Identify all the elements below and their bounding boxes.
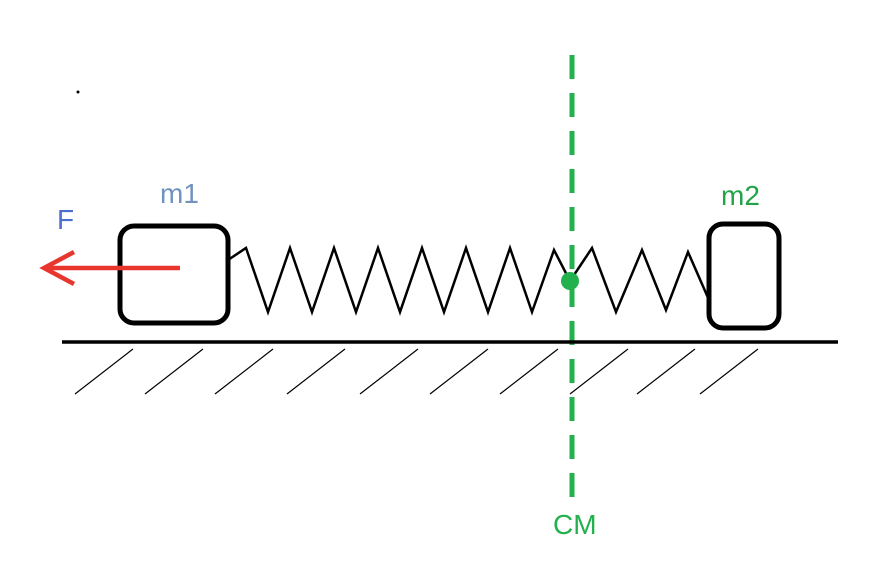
mass1-box [117,223,231,326]
ground-hatching [74,348,759,395]
cm-label: CM [553,509,597,540]
force-arrow [39,250,180,286]
stray-mark [76,90,80,94]
mass2-box [706,221,782,331]
cm-dot [561,272,579,290]
mass2-label: m2 [721,180,760,211]
force-label: F [57,204,74,235]
mass1-label: m1 [160,178,199,209]
spring-zigzag [227,244,711,316]
force-arrowhead [39,250,76,286]
